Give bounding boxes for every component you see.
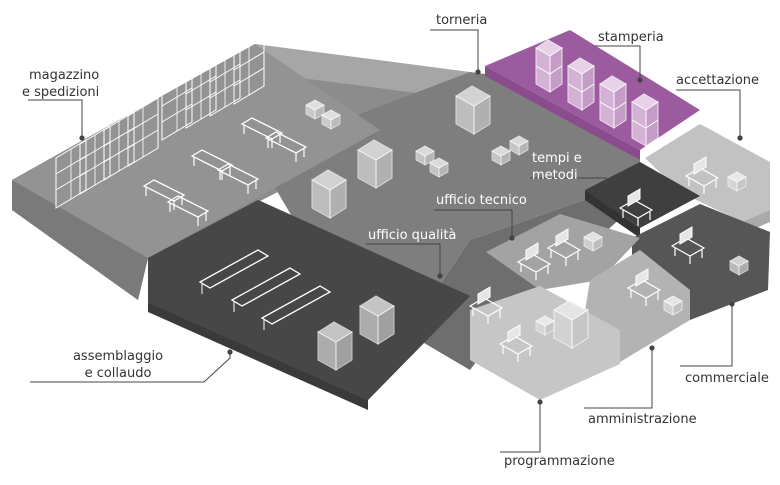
label-magazzino-spedizioni: magazzino e spedizioni	[22, 68, 100, 100]
label-stamperia: stamperia	[598, 30, 664, 45]
assembly-benches	[198, 249, 395, 371]
zone-assemblaggio	[148, 200, 470, 410]
label-tempi-e-metodi: tempi e metodi	[532, 151, 582, 183]
leader-dots	[79, 69, 743, 405]
label-accettazione: accettazione	[676, 73, 760, 88]
zone-ufficio-tecnico	[486, 214, 640, 290]
label-ufficio-qualita: ufficio qualità	[368, 228, 457, 243]
label-ufficio-tecnico: ufficio tecnico	[436, 193, 527, 208]
label-amministrazione: amministrazione	[588, 412, 697, 427]
zone-magazzino	[12, 44, 380, 258]
label-programmazione: programmazione	[504, 454, 615, 469]
label-commerciale: commerciale	[685, 371, 769, 386]
zone-tempi	[585, 162, 700, 238]
label-torneria: torneria	[436, 13, 488, 28]
label-assemblaggio-collaudo: assemblaggio e collaudo	[72, 349, 164, 381]
